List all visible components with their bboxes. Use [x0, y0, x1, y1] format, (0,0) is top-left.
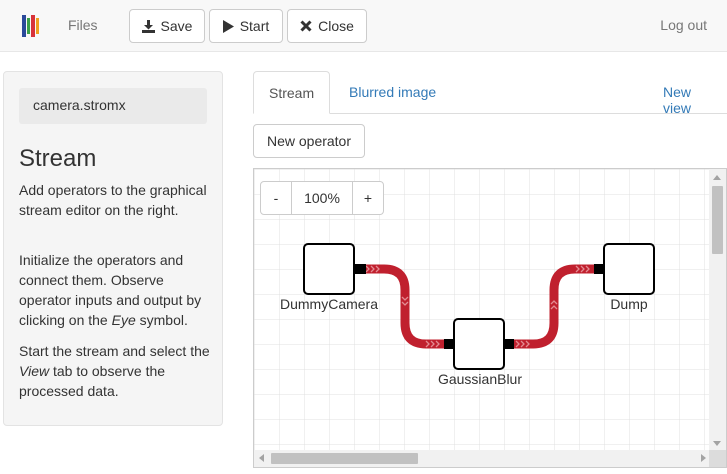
- connection-dummycamera-gaussianblur[interactable]: [354, 264, 454, 349]
- files-link[interactable]: Files: [68, 17, 98, 33]
- help-paragraph-add: Add operators to the graphical stream ed…: [19, 182, 207, 218]
- tab-stream[interactable]: Stream: [253, 71, 330, 114]
- save-button[interactable]: Save: [129, 9, 205, 43]
- start-button[interactable]: Start: [209, 9, 283, 43]
- close-button-label: Close: [318, 18, 354, 34]
- horizontal-scroll-thumb[interactable]: [271, 453, 418, 464]
- close-icon: [300, 20, 312, 32]
- zoom-in-button[interactable]: +: [363, 190, 373, 206]
- info-panel: camera.stromx Stream Add operators to th…: [3, 71, 223, 426]
- stream-canvas[interactable]: DummyCamera GaussianBlur Dump: [254, 169, 727, 468]
- output-port[interactable]: [354, 264, 366, 274]
- zoom-level: 100%: [292, 182, 353, 214]
- operator-label: GaussianBlur: [438, 371, 522, 387]
- scroll-left-icon[interactable]: [259, 454, 264, 462]
- vertical-scroll-thumb[interactable]: [712, 186, 723, 254]
- start-button-label: Start: [239, 18, 270, 34]
- horizontal-scrollbar[interactable]: [254, 450, 711, 467]
- help-paragraph-start: Start the stream and select the View tab…: [19, 343, 210, 399]
- operator-dump[interactable]: Dump: [594, 243, 655, 312]
- zoom-control: - 100% +: [260, 181, 384, 215]
- view-tabs: Stream Blurred image New view: [253, 71, 727, 116]
- file-name[interactable]: camera.stromx: [19, 88, 207, 124]
- new-view-link[interactable]: New view: [663, 84, 692, 116]
- operator-gaussianblur[interactable]: GaussianBlur: [438, 318, 522, 387]
- help-paragraph-connect: Initialize the operators and connect the…: [19, 252, 202, 328]
- operator-label: Dump: [610, 296, 648, 312]
- panel-title: Stream: [19, 145, 97, 172]
- flow-chevrons: [365, 265, 440, 348]
- scroll-right-icon[interactable]: [701, 454, 706, 462]
- flow-chevrons-2: [515, 265, 590, 348]
- navbar: Files Save Start Close Log out: [0, 0, 727, 52]
- vertical-scrollbar[interactable]: [709, 169, 726, 452]
- tab-blurred-image[interactable]: Blurred image: [349, 84, 437, 100]
- zoom-out-button[interactable]: -: [261, 182, 292, 214]
- operator-dummycamera[interactable]: DummyCamera: [280, 243, 378, 312]
- close-button[interactable]: Close: [287, 9, 367, 43]
- output-port[interactable]: [504, 339, 514, 349]
- new-operator-button[interactable]: New operator: [253, 124, 365, 158]
- input-port[interactable]: [594, 264, 604, 274]
- input-port[interactable]: [444, 339, 454, 349]
- download-icon: [141, 19, 155, 33]
- stromx-logo-icon[interactable]: [22, 14, 40, 38]
- save-button-label: Save: [160, 18, 193, 34]
- operator-label: DummyCamera: [280, 296, 378, 312]
- scroll-up-icon[interactable]: [713, 175, 721, 180]
- play-icon: [222, 19, 234, 33]
- stream-editor[interactable]: DummyCamera GaussianBlur Dump - 100% +: [253, 168, 727, 468]
- scrollbar-corner: [709, 450, 726, 467]
- logout-link[interactable]: Log out: [660, 17, 707, 33]
- scroll-down-icon[interactable]: [713, 441, 721, 446]
